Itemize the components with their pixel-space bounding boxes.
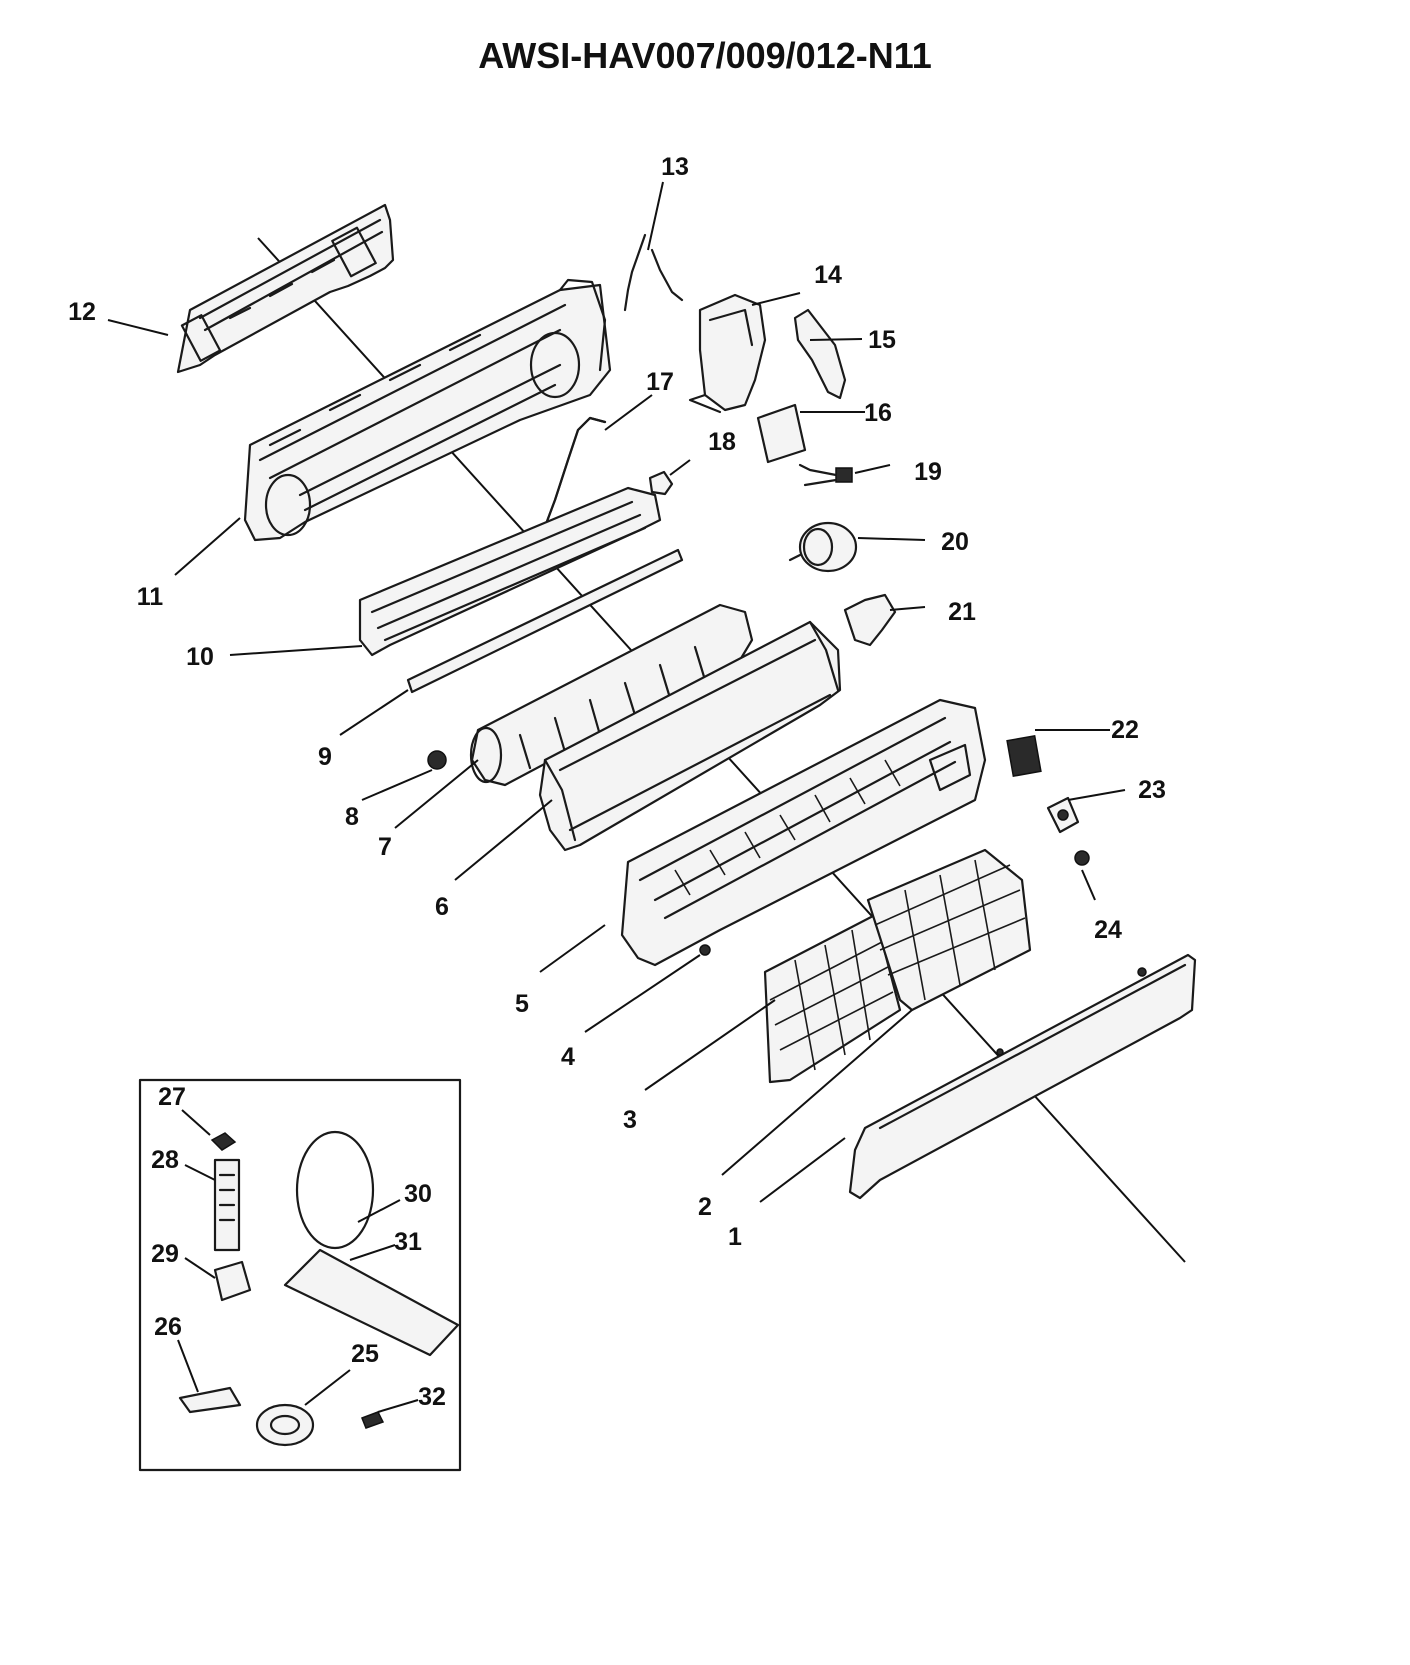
air-filter-right [866,848,1032,1012]
small-accessory [361,1411,385,1429]
display-cover [1006,734,1042,778]
part-label-16: 16 [864,399,892,427]
part-label-3: 3 [623,1106,637,1134]
fan-bearing [427,750,447,770]
display-board [793,308,847,400]
part-label-5: 5 [515,990,529,1018]
part-label-2: 2 [698,1193,712,1221]
guide-strip [406,548,684,694]
part-label-32: 32 [418,1383,446,1411]
remote-controller [213,1158,241,1252]
diagram-title: AWSI-HAV007/009/012-N11 [478,35,932,76]
motor-bracket [843,593,897,647]
part-label-11: 11 [137,583,164,611]
part-label-26: 26 [154,1313,182,1341]
part-label-15: 15 [868,326,896,354]
remote-holder [213,1260,252,1302]
chassis-base [243,278,612,542]
part-label-30: 30 [404,1180,432,1208]
accessories-box [138,1078,462,1472]
part-label-12: 12 [68,298,96,326]
part-labels: 1 2 3 4 5 6 7 8 9 10 11 12 13 14 15 16 1… [68,153,1166,1411]
bearing-holder [648,470,674,496]
part-label-8: 8 [345,803,359,831]
sensor-connector [798,463,853,487]
cover-plate [756,403,807,464]
part-label-31: 31 [394,1228,422,1256]
part-label-19: 19 [914,458,942,486]
fan-motor [788,521,858,573]
part-label-29: 29 [151,1240,179,1268]
small-screw [699,944,711,956]
part-label-4: 4 [561,1043,575,1071]
part-label-28: 28 [151,1146,179,1174]
part-label-7: 7 [378,833,392,861]
installation-board [283,1248,460,1357]
receiver-board [1046,796,1080,834]
evaporator-coil [538,620,842,852]
clamp-part [178,1386,242,1414]
front-housing [620,698,987,967]
screw-part [1074,850,1090,866]
drain-pan [358,486,662,657]
part-label-17: 17 [646,368,674,396]
part-label-9: 9 [318,743,332,771]
part-label-6: 6 [435,893,449,921]
part-label-21: 21 [948,598,976,626]
part-label-20: 20 [941,528,969,556]
part-label-27: 27 [158,1083,186,1111]
part-label-24: 24 [1094,916,1122,944]
mounting-plate [176,203,395,374]
air-filter-left [763,913,902,1084]
wall-sleeve-cap [255,1403,315,1447]
front-panel [848,953,1197,1200]
part-label-22: 22 [1111,716,1139,744]
part-label-18: 18 [708,428,736,456]
part-label-14: 14 [814,261,842,289]
part-label-1: 1 [728,1223,742,1251]
part-label-13: 13 [661,153,689,181]
leader-lines [107,181,1126,1413]
part-label-25: 25 [351,1340,379,1368]
part-label-23: 23 [1138,776,1166,804]
part-label-10: 10 [186,643,214,671]
accessory-hose [295,1130,375,1250]
wire-part [623,233,684,312]
battery-part [210,1132,237,1151]
control-box [688,293,767,414]
